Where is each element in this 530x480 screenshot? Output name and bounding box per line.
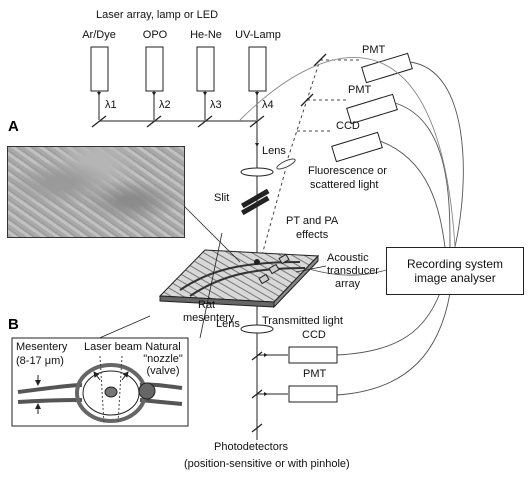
transducer-element-3 [278,253,290,265]
pt-pa-label-1: PT and PA [286,215,339,227]
light-sources [90,46,267,128]
panel-label-b: B [8,316,19,333]
detector-label-pmt-1: PMT [362,44,386,56]
rat-label-1: Rat [198,299,216,311]
acoustic-label-1: Acoustic [327,252,369,264]
pt-pa-label-2: effects [296,229,329,241]
wavelength-label-4: λ4 [262,99,274,111]
source-label-ar-dye: Ar/Dye [82,29,116,41]
signal-cables [239,57,464,396]
natural-label-2: "nozzle" [143,353,183,365]
detector-box-ccd-bottom [288,346,338,364]
laser-beam-label: Laser beam [84,341,143,353]
wavelength-label-2: λ2 [159,99,171,111]
detector-box-ccd-top [331,131,383,163]
fluorescence-label-2: scattered light [310,179,379,191]
top-lens [240,167,274,177]
bottom-lens [240,324,274,334]
acoustic-label-3: array [335,278,361,290]
fluorescence-label-1: Fluorescence or [308,165,387,177]
detector-box-pmt-1 [361,52,413,84]
source-box-opo [145,46,164,92]
recorder-line-1: Recording system [406,257,504,271]
source-label-uv-lamp: UV-Lamp [235,29,281,41]
detector-label-pmt-bottom: PMT [303,368,327,380]
detector-box-pmt-bottom [288,385,338,403]
leader-lines [94,204,327,341]
mesentery-label-1: Mesentery [16,341,68,353]
transducer-element-1 [258,273,270,285]
slit-label: Slit [214,192,230,204]
source-box-ar-dye [90,46,109,92]
transducer-element-2 [268,263,280,275]
detector-label-ccd-top: CCD [336,120,360,132]
recording-system-box: Recording system image analyser [386,247,524,295]
panel-label-a: A [8,118,19,135]
transmitted-light-label: Transmitted light [262,315,343,327]
detector-label-ccd-bottom: CCD [302,329,326,341]
top-detectors [331,52,413,163]
photodetectors-label: Photodetectors [214,441,288,453]
source-label-opo: OPO [142,29,168,41]
natural-label-1: Natural [145,341,181,353]
slit [241,188,270,209]
source-box-he-ne [196,46,215,92]
fluorescence-path [261,53,360,256]
recorder-line-2: image analyser [414,271,496,285]
detector-label-pmt-2: PMT [348,84,372,96]
valve [138,382,156,400]
inset-b [11,337,189,427]
mesentery-label-2: (8-17 μm) [16,355,64,367]
acoustic-label-2: transducer [327,265,379,277]
source-box-uv-lamp [248,46,267,92]
sample-platform [158,249,320,309]
rat-label-2: mesentery [183,312,235,324]
lens-top-label: Lens [262,145,286,157]
source-label-he-ne: He-Ne [190,29,222,41]
optical-axis [240,121,274,440]
cell [104,386,118,398]
mesentery-micrograph [7,146,185,238]
photodetectors-note: (position-sensitive or with pinhole) [184,458,350,470]
source-header: Laser array, lamp or LED [96,9,219,21]
lens-bottom-label: Lens [216,318,240,330]
natural-label-3: (valve) [146,365,180,377]
wavelength-label-1: λ1 [105,99,117,111]
bottom-detectors [251,346,338,433]
wavelength-label-3: λ3 [210,99,222,111]
detector-box-pmt-2 [346,93,398,125]
